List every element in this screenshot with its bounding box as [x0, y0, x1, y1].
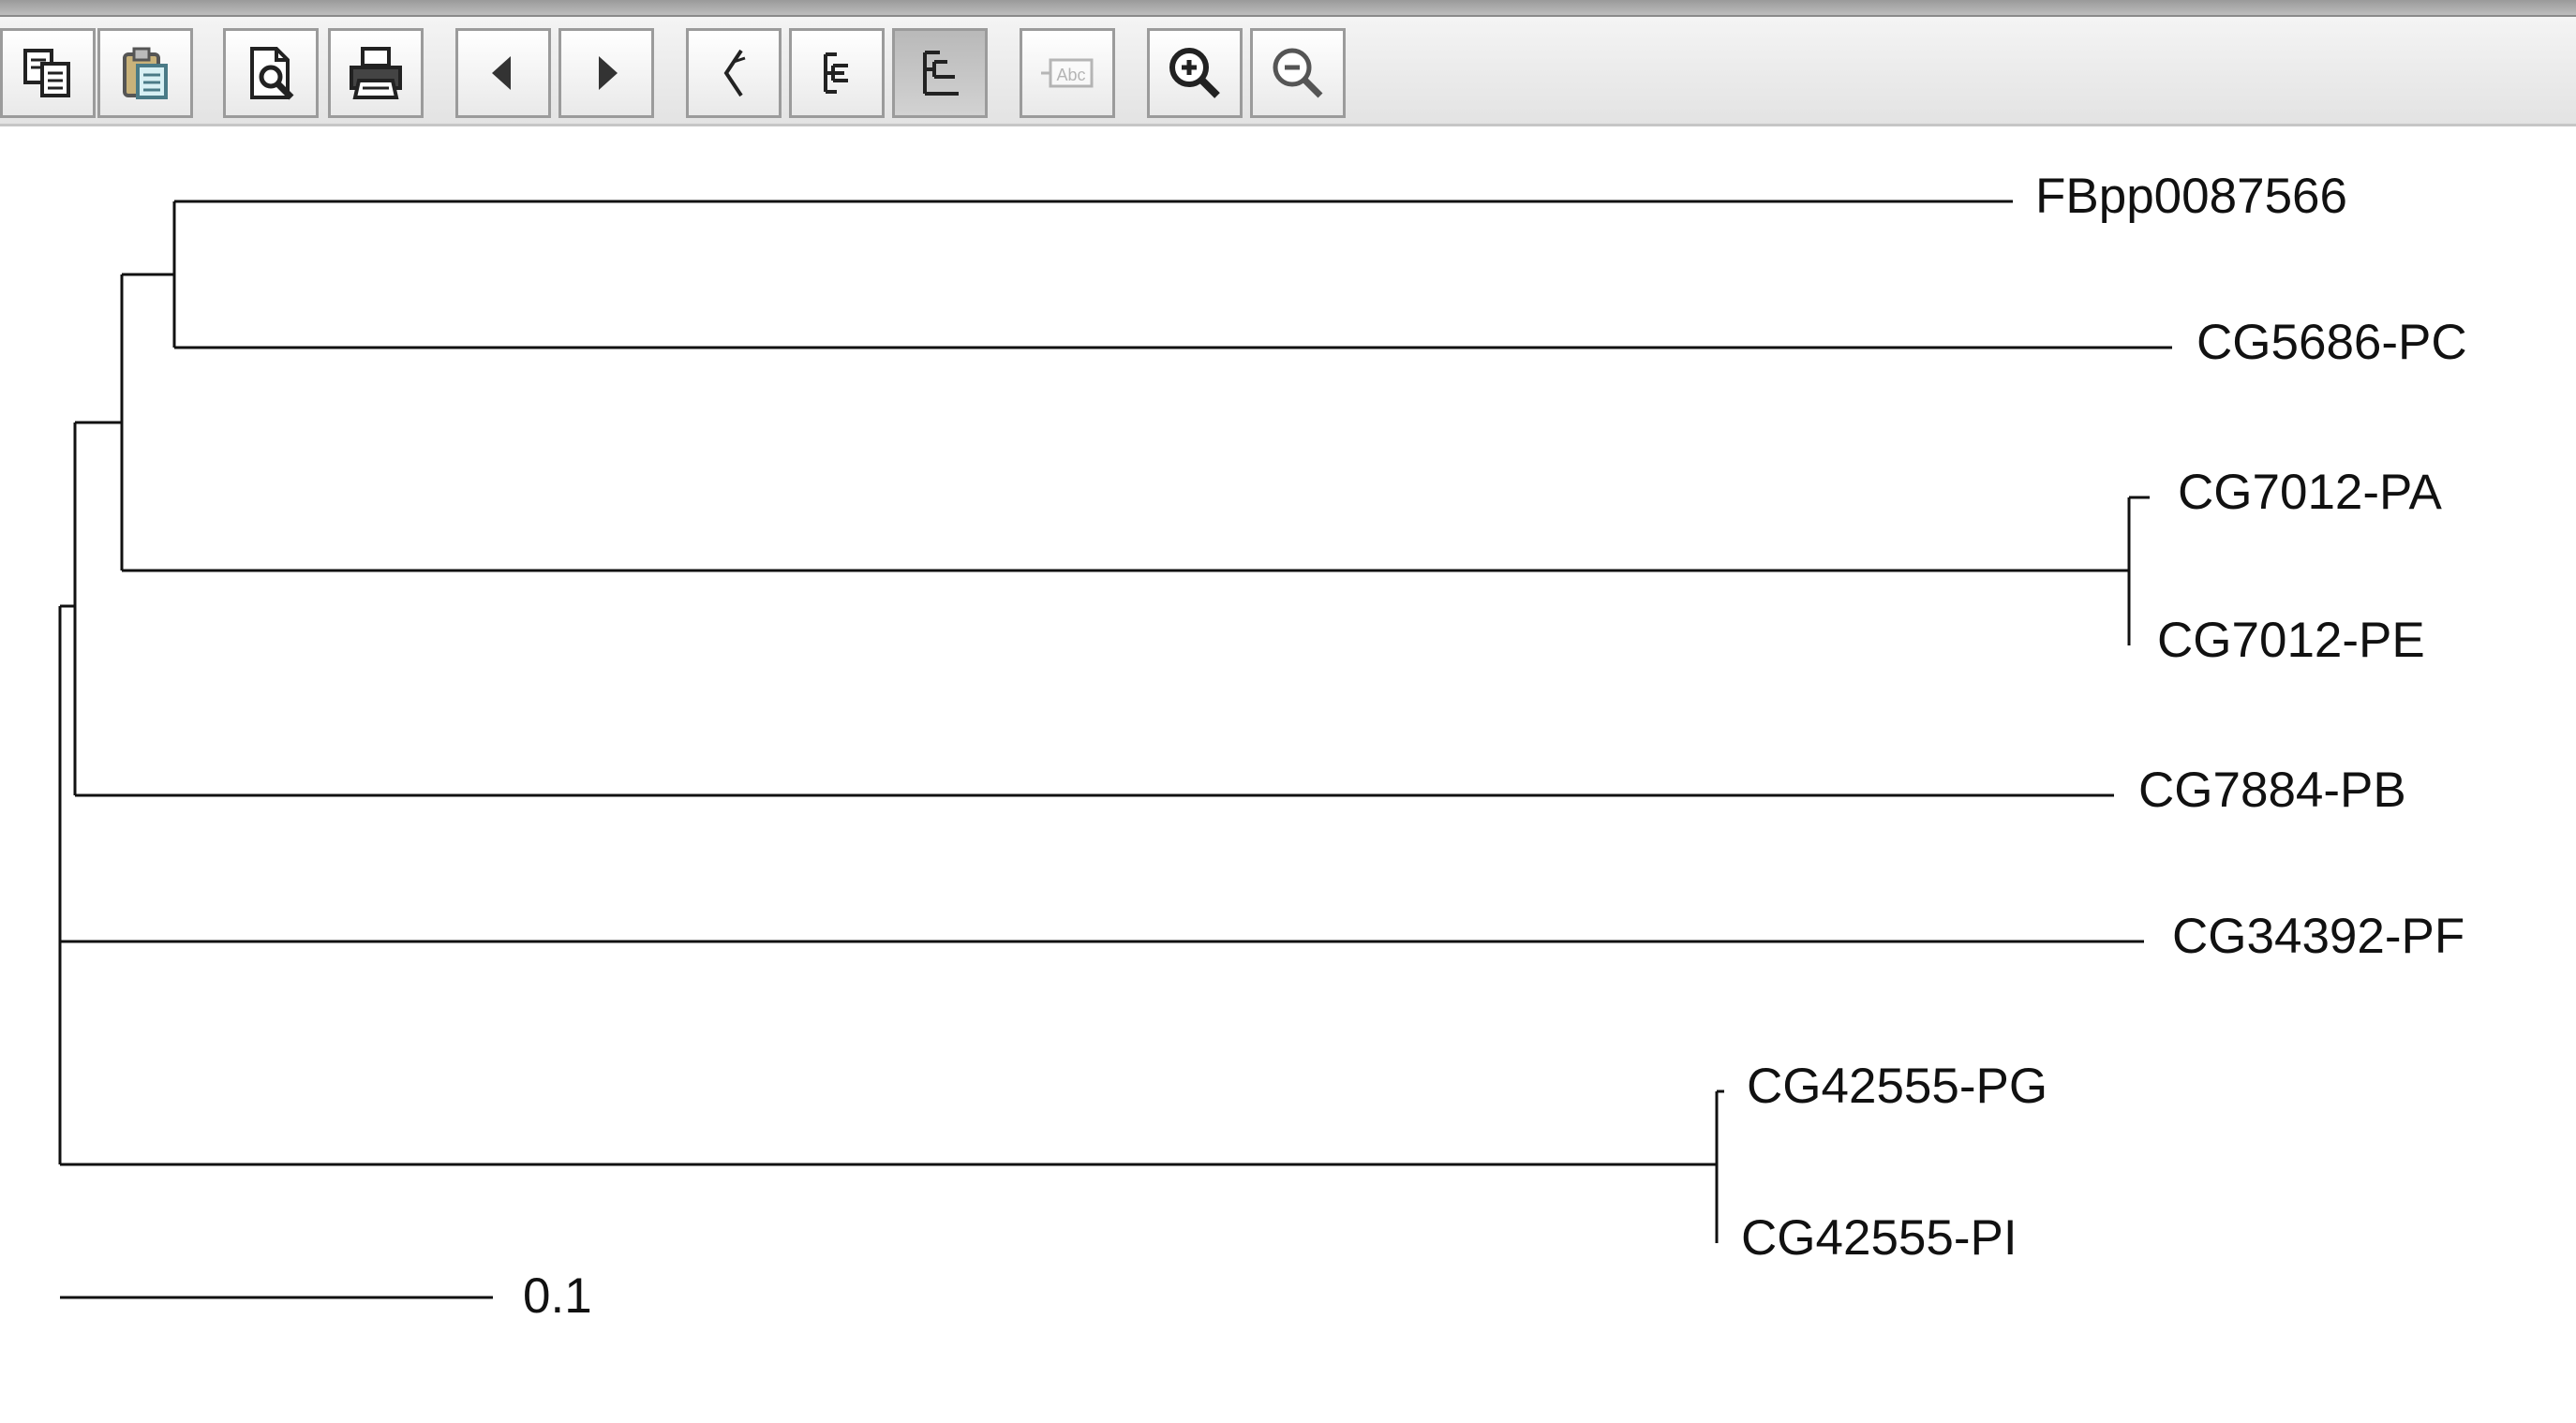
leaf-label-cg42555-pi[interactable]: CG42555-PI — [1741, 1210, 2018, 1266]
slanted-tree-icon — [824, 52, 848, 94]
paste-icon — [123, 47, 168, 99]
tree-branches — [58, 200, 2172, 1299]
radial-tree-button[interactable] — [686, 28, 782, 118]
toolbar: Abc — [0, 17, 2576, 126]
rectangular-tree-icon — [923, 51, 959, 96]
leaf-label-cg7012-pe[interactable]: CG7012-PE — [2157, 613, 2425, 668]
leaf-label-fbpp0087566[interactable]: FBpp0087566 — [2035, 169, 2347, 224]
label-font-button[interactable]: Abc — [1020, 28, 1115, 118]
phylogenetic-tree: FBpp0087566 CG5686-PC CG7012-PA CG7012-P… — [58, 169, 2467, 1324]
print-preview-icon — [250, 47, 294, 100]
previous-button[interactable] — [455, 28, 551, 118]
leaf-label-cg5686-pc[interactable]: CG5686-PC — [2196, 315, 2467, 370]
printer-icon — [350, 47, 402, 99]
paste-button[interactable] — [97, 28, 193, 118]
tree-canvas[interactable]: FBpp0087566 CG5686-PC CG7012-PA CG7012-P… — [0, 126, 2576, 1423]
slanted-tree-button[interactable] — [789, 28, 885, 118]
print-preview-button[interactable] — [223, 28, 319, 118]
leaf-label-cg34392-pf[interactable]: CG34392-PF — [2172, 909, 2464, 964]
triangle-left-icon — [492, 56, 511, 90]
zoom-in-button[interactable] — [1147, 28, 1243, 118]
leaf-label-cg7012-pa[interactable]: CG7012-PA — [2178, 465, 2442, 520]
leaf-label-cg7884-pb[interactable]: CG7884-PB — [2138, 763, 2406, 818]
next-button[interactable] — [558, 28, 654, 118]
rectangular-tree-button[interactable] — [892, 28, 988, 118]
leaf-label-cg42555-pg[interactable]: CG42555-PG — [1747, 1059, 2047, 1114]
window-title-strip — [0, 0, 2576, 17]
label-abc-icon: Abc — [1041, 58, 1094, 88]
copy-icon — [23, 49, 70, 97]
zoom-out-icon — [1273, 48, 1323, 98]
radial-tree-icon — [723, 49, 746, 97]
svg-text:Abc: Abc — [1056, 66, 1085, 84]
zoom-out-button[interactable] — [1250, 28, 1346, 118]
zoom-in-icon — [1169, 48, 1220, 98]
copy-button[interactable] — [0, 28, 96, 118]
scale-bar-label: 0.1 — [523, 1268, 592, 1324]
triangle-right-icon — [599, 56, 618, 90]
print-button[interactable] — [328, 28, 424, 118]
